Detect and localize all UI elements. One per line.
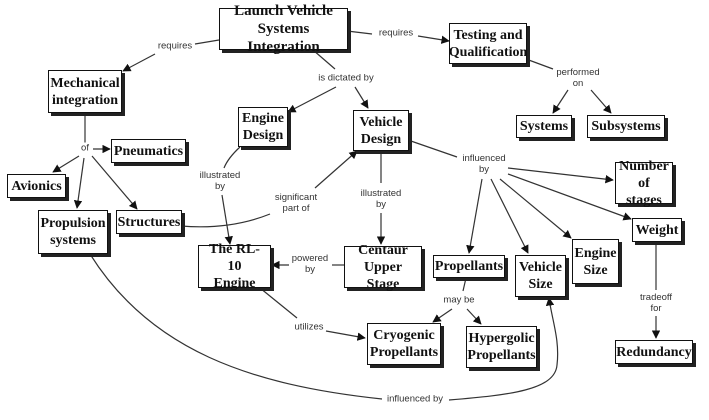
node-systems[interactable]: Systems: [516, 115, 572, 138]
edge-influenced-enginesize: [499, 178, 572, 239]
node-launch-vehicle-systems-integration[interactable]: Launch Vehicle Systems Integration: [219, 3, 348, 55]
link-label-requires-right: requires: [377, 27, 415, 39]
edge-influenced-propellants: [466, 178, 483, 254]
node-vehicle-design[interactable]: Vehicle Design: [353, 110, 409, 151]
node-redundancy[interactable]: Redundancy: [615, 340, 693, 364]
node-weight[interactable]: Weight: [632, 218, 682, 242]
edge-structures-significant: [180, 213, 271, 228]
edge-lvsi-requires: [194, 39, 220, 45]
node-centaur-upper-stage[interactable]: Centaur Upper Stage: [344, 243, 422, 292]
edge-lvsi-dictated: [312, 49, 336, 70]
node-testing-and-qualification[interactable]: Testing and Qualification: [449, 23, 527, 64]
node-rl10-engine[interactable]: The RL-10 Engine: [198, 242, 271, 291]
node-subsystems[interactable]: Subsystems: [587, 115, 665, 138]
edge-of-propulsion: [73, 157, 85, 209]
node-pneumatics[interactable]: Pneumatics: [111, 139, 186, 163]
link-label-influenced-by-vehicle: influenced by: [461, 153, 507, 175]
edge-maybe-cryogenic: [432, 308, 453, 323]
edge-performed-subsystems: [590, 89, 612, 114]
edge-propellants-maybe: [462, 277, 467, 292]
edge-influenced-vehiclesize-bottom: [448, 297, 559, 401]
node-vehicle-size[interactable]: Vehicle Size: [515, 255, 566, 297]
node-engine-design[interactable]: Engine Design: [238, 107, 288, 147]
edge-requires-mechanical: [122, 53, 156, 72]
link-label-illustrated-by-vehicle: illustrated by: [359, 188, 403, 210]
edge-performed-systems: [552, 89, 569, 114]
edge-dictated-engine: [287, 86, 337, 113]
edge-engine-illustrated: [223, 146, 241, 169]
node-propulsion-systems[interactable]: Propulsion systems: [38, 210, 108, 254]
edge-rl10-utilizes: [259, 287, 298, 319]
edge-influenced-weight: [507, 173, 632, 221]
edge-of-structures: [91, 155, 138, 210]
edge-dictated-vehicle: [354, 86, 369, 109]
node-cryogenic-propellants[interactable]: Cryogenic Propellants: [367, 323, 441, 365]
edge-utilizes-cryogenic: [325, 330, 366, 341]
link-label-is-dictated-by: is dictated by: [317, 72, 375, 84]
link-label-influenced-by-bottom: influenced by: [386, 393, 444, 405]
edge-significant-vehicle: [314, 150, 358, 189]
node-engine-size[interactable]: Engine Size: [572, 239, 619, 284]
node-number-of-stages[interactable]: Number of stages: [615, 159, 673, 208]
edge-influenced-numstages: [507, 167, 614, 184]
link-label-powered-by: powered by: [290, 253, 330, 275]
link-label-of: of: [80, 142, 90, 154]
link-label-tradeoff-for: tradeoff for: [638, 292, 674, 314]
link-label-performed-on: performed on: [555, 67, 601, 89]
link-label-significant-part-of: significant part of: [273, 192, 319, 214]
edge-maybe-hypergolic: [466, 308, 482, 325]
edge-influenced-vehiclesize: [490, 178, 529, 254]
link-label-illustrated-by-engine: illustrated by: [198, 170, 242, 192]
node-mechanical-integration[interactable]: Mechanical integration: [48, 70, 122, 113]
edge-lvsi-requires2: [346, 30, 373, 35]
node-structures[interactable]: Structures: [116, 210, 182, 234]
node-hypergolic-propellants[interactable]: Hypergolic Propellants: [466, 326, 537, 368]
node-avionics[interactable]: Avionics: [7, 174, 66, 198]
link-label-utilizes: utilizes: [293, 321, 325, 333]
edge-testing-performed: [525, 58, 554, 70]
edge-requires-testing: [417, 35, 450, 44]
edge-propulsion-influenced: [89, 253, 383, 400]
link-label-may-be: may be: [442, 294, 476, 306]
edge-vehicle-influenced: [407, 139, 458, 158]
edge-illustrated-rl10: [221, 194, 233, 245]
link-label-requires-left: requires: [156, 40, 194, 52]
node-propellants[interactable]: Propellants: [433, 255, 505, 278]
edge-of-avionics: [52, 155, 80, 173]
